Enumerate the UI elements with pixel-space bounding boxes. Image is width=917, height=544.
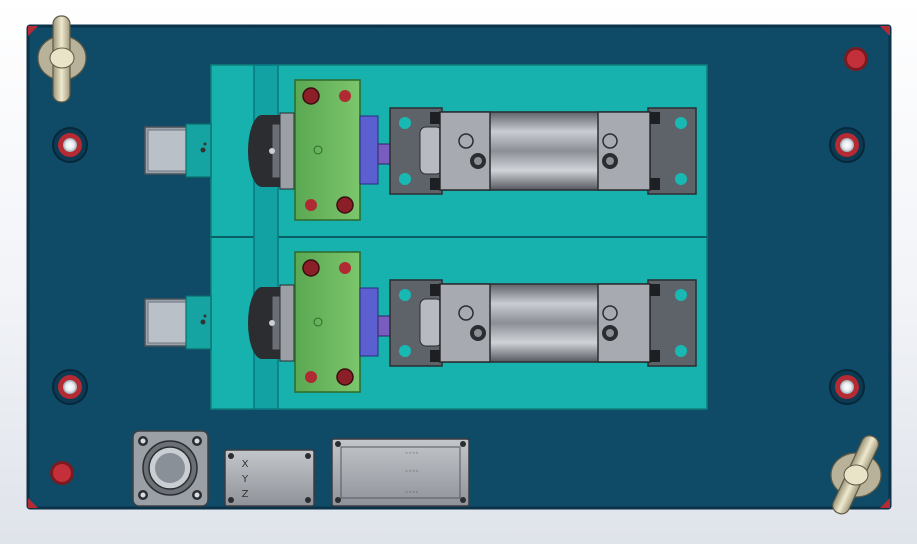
guide-flange: [248, 112, 295, 190]
adapter: [359, 115, 379, 185]
nameplate-line-3: ◦◦◦◦: [405, 489, 419, 496]
block-screw: [302, 87, 320, 105]
block-screw: [305, 371, 317, 383]
bushing-hole: [52, 127, 88, 163]
block-screw: [302, 259, 320, 277]
bushing-hole: [829, 127, 865, 163]
axis-label-z: Z: [242, 489, 249, 500]
toggle-clamp-bottom-right: [830, 435, 882, 515]
base-plate-corner: [880, 498, 890, 508]
base-plate-corner: [28, 26, 38, 36]
red-locating-pin: [844, 47, 868, 71]
base-plate-corner: [880, 26, 890, 36]
toggle-clamp-top-left: [37, 15, 87, 103]
adapter: [359, 287, 379, 357]
square-flange: [132, 430, 209, 507]
cylinder-assembly-top: [144, 79, 697, 221]
axis-label-x: X: [242, 459, 249, 470]
bushing-hole: [52, 369, 88, 405]
axis-label-y: Y: [241, 474, 249, 485]
block-screw: [339, 90, 351, 102]
side-sensor: [144, 123, 212, 178]
info-nameplate: ◦◦◦◦ ◦◦◦◦ ◦◦◦◦: [331, 438, 470, 507]
axis-nameplate: X Y Z: [224, 449, 315, 507]
pneumatic-cylinder: [419, 111, 660, 191]
side-sensor: [144, 295, 212, 350]
pneumatic-cylinder: [419, 283, 660, 363]
block-screw: [305, 199, 317, 211]
guide-flange: [248, 284, 295, 362]
block-screw: [336, 368, 354, 386]
base-plate-corner: [28, 498, 38, 508]
block-screw: [336, 196, 354, 214]
cylinder-assembly-bottom: [144, 251, 697, 393]
block-screw: [339, 262, 351, 274]
nameplate-line-2: ◦◦◦◦: [405, 468, 419, 475]
green-block: [294, 79, 361, 221]
nameplate-line-1: ◦◦◦◦: [405, 450, 419, 457]
corner-pins: [50, 47, 868, 485]
red-locating-pin: [50, 461, 74, 485]
bushing-hole: [829, 369, 865, 405]
green-block: [294, 251, 361, 393]
